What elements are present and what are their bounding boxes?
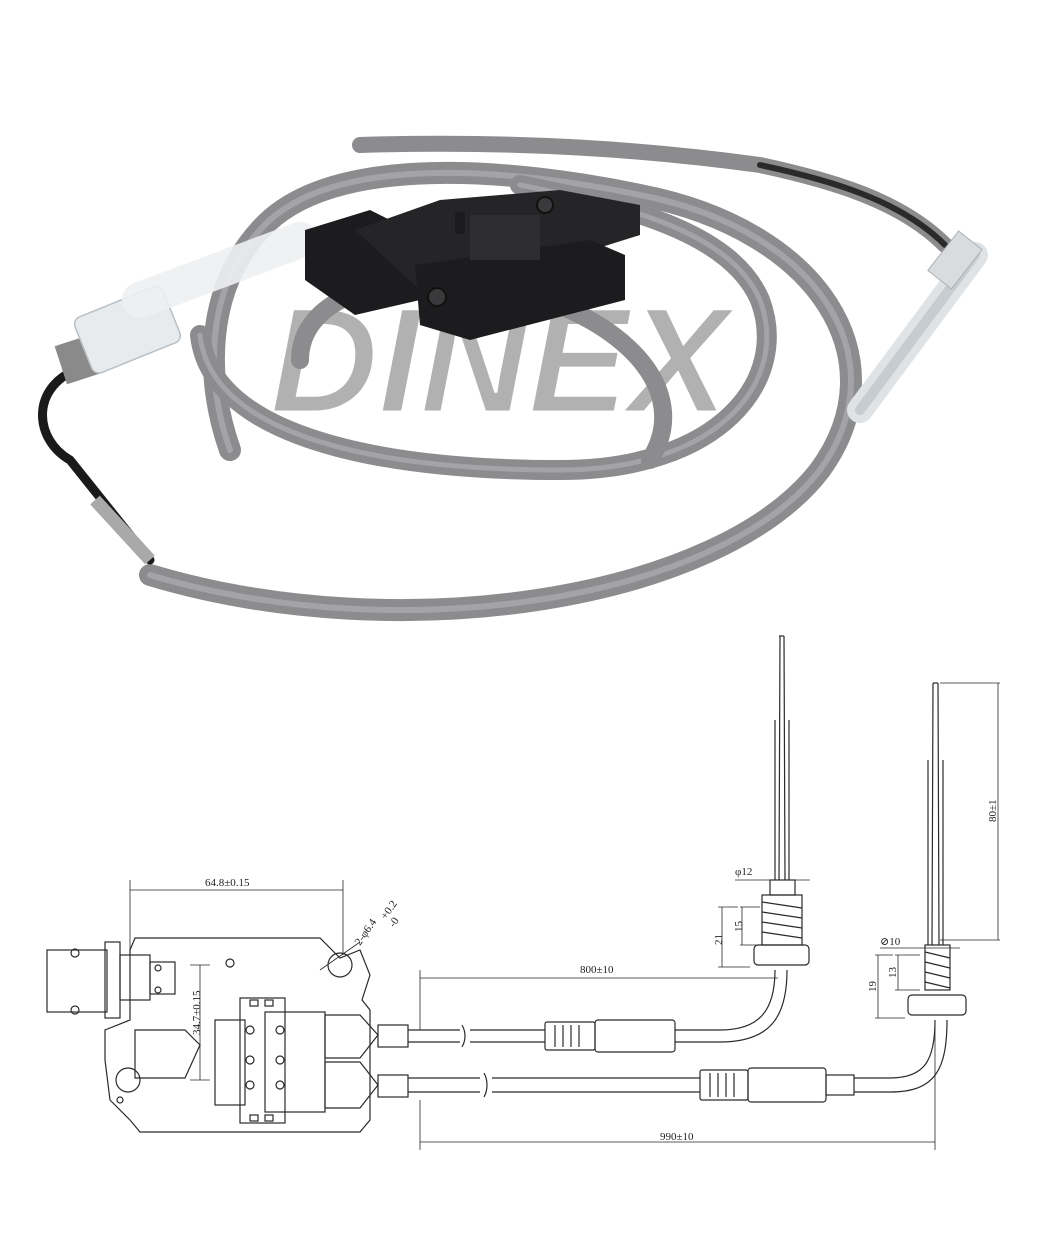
sensor-module	[134, 997, 409, 1124]
upper-cable	[408, 969, 788, 1053]
lower-cable	[408, 1019, 948, 1103]
probe2-length-label: 19	[867, 981, 879, 993]
harness-connector	[46, 941, 176, 1019]
hole-diameter-label: 2-φ6.4	[353, 916, 380, 947]
flange-plate	[104, 937, 371, 1133]
flange-width-label: 64.8±0.15	[205, 877, 250, 889]
probe2-thread-label: 13	[887, 967, 899, 979]
mount-hole	[115, 1067, 141, 1093]
crimp-sleeve	[544, 1021, 596, 1051]
hole-spacing-label: 34.7±0.15	[191, 990, 203, 1035]
probe2-diameter-label: ⊘10	[880, 936, 901, 948]
cable-length-upper-label: 800±10	[580, 964, 614, 976]
product-photo: DINEX	[38, 135, 988, 622]
probe1-length-label: 21	[713, 934, 725, 945]
mount-hole	[327, 952, 353, 978]
right-temperature-probe	[847, 230, 988, 423]
probe1-thread-label: 15	[733, 921, 745, 933]
cable-length-lower-label: 990±10	[660, 1131, 694, 1143]
probe2-tip-length-label: 80±1	[987, 799, 999, 822]
probe1-diameter-label: φ12	[735, 866, 752, 878]
technical-drawing	[46, 635, 1000, 1150]
control-unit	[305, 190, 640, 340]
dimension-lines	[129, 682, 1000, 1150]
left-temperature-probe	[38, 222, 318, 565]
probe-2	[907, 682, 967, 1016]
probe-1	[753, 635, 810, 966]
